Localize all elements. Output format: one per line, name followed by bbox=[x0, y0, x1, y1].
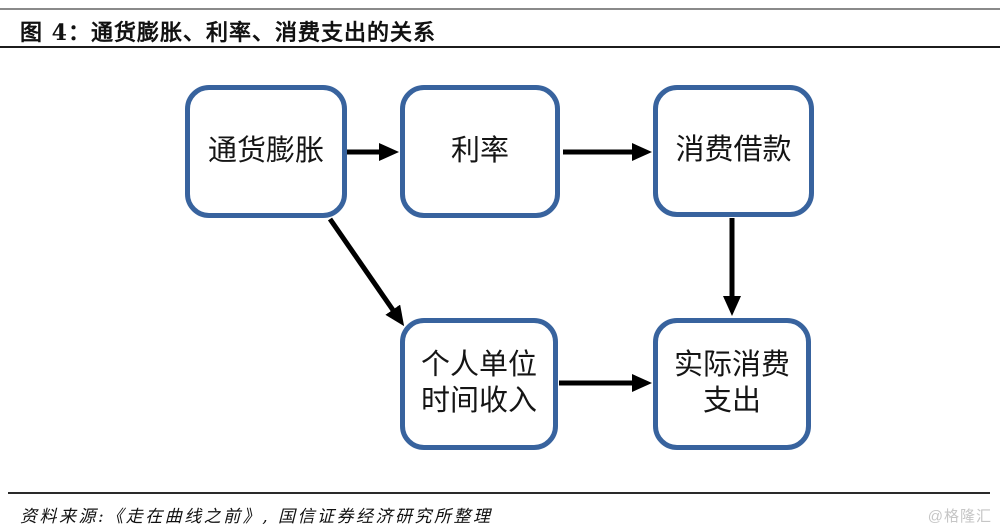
top-divider bbox=[0, 8, 1000, 10]
figure-title: 图 4：通货膨胀、利率、消费支出的关系 bbox=[20, 20, 436, 46]
arrow-inflation-to-personal-income-icon bbox=[327, 217, 405, 327]
footer-divider bbox=[8, 492, 990, 494]
watermark-gelonghui: @格隆汇 bbox=[927, 508, 992, 525]
node-inflation: 通货膨胀 bbox=[185, 85, 347, 218]
title-divider bbox=[0, 46, 1000, 48]
node-actual-consumption-spending: 实际消费 支出 bbox=[653, 318, 811, 450]
node-interest-rate: 利率 bbox=[400, 85, 560, 218]
node-consumer-borrowing: 消费借款 bbox=[653, 85, 814, 217]
source-note: 资料来源:《走在曲线之前》, 国信证券经济研究所整理 bbox=[20, 507, 493, 527]
node-personal-unit-time-income: 个人单位 时间收入 bbox=[400, 318, 558, 450]
